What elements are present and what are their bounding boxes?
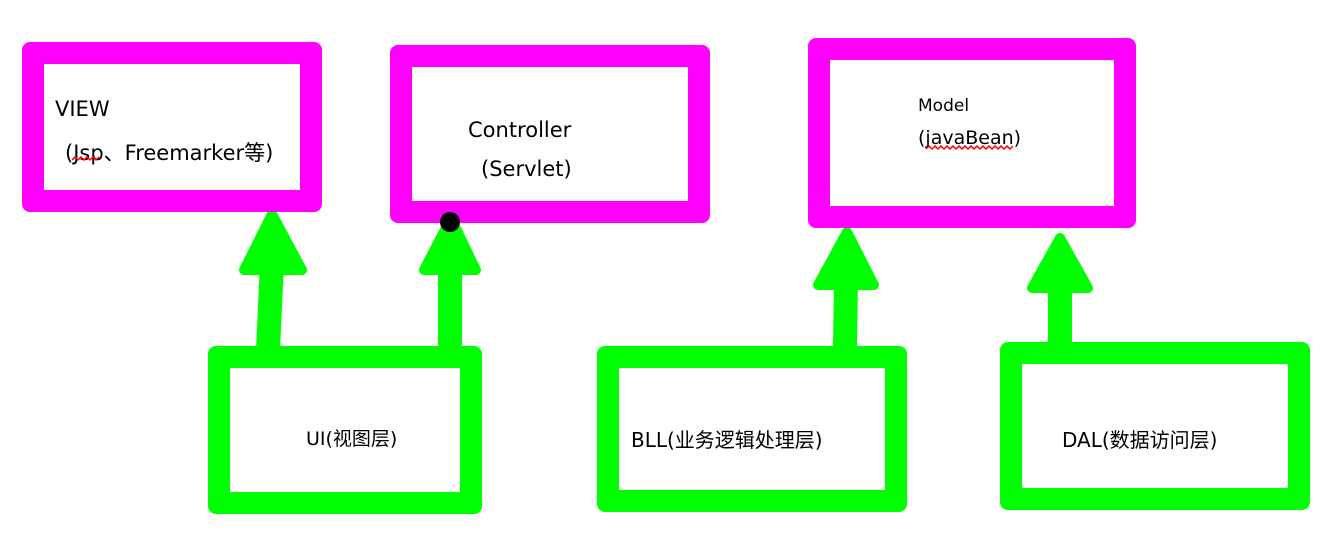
view-box [22,42,322,212]
dal-label: DAL(数据访问层) [1062,428,1218,452]
model-box [808,38,1136,228]
arrow-ui-to-view [239,209,307,362]
controller-title: Controller [468,118,572,142]
ui-label: UI(视图层) [306,428,398,450]
model-title: Model [918,96,970,116]
arrow-bll-to-model [813,227,879,360]
controller-box [390,45,710,223]
view-title: VIEW [55,97,110,121]
view-subtitle: (Jsp、Freemarker等) [65,141,274,165]
bll-box [597,346,907,512]
arrow-ui-to-controller [419,213,481,362]
model-subtitle: (javaBean) [918,127,1022,149]
dal-box [1000,342,1310,510]
ui-box [208,346,482,514]
controller-subtitle: (Servlet) [481,157,572,181]
arrow-dal-to-model [1027,233,1093,357]
bll-label: BLL(业务逻辑处理层) [631,428,823,452]
